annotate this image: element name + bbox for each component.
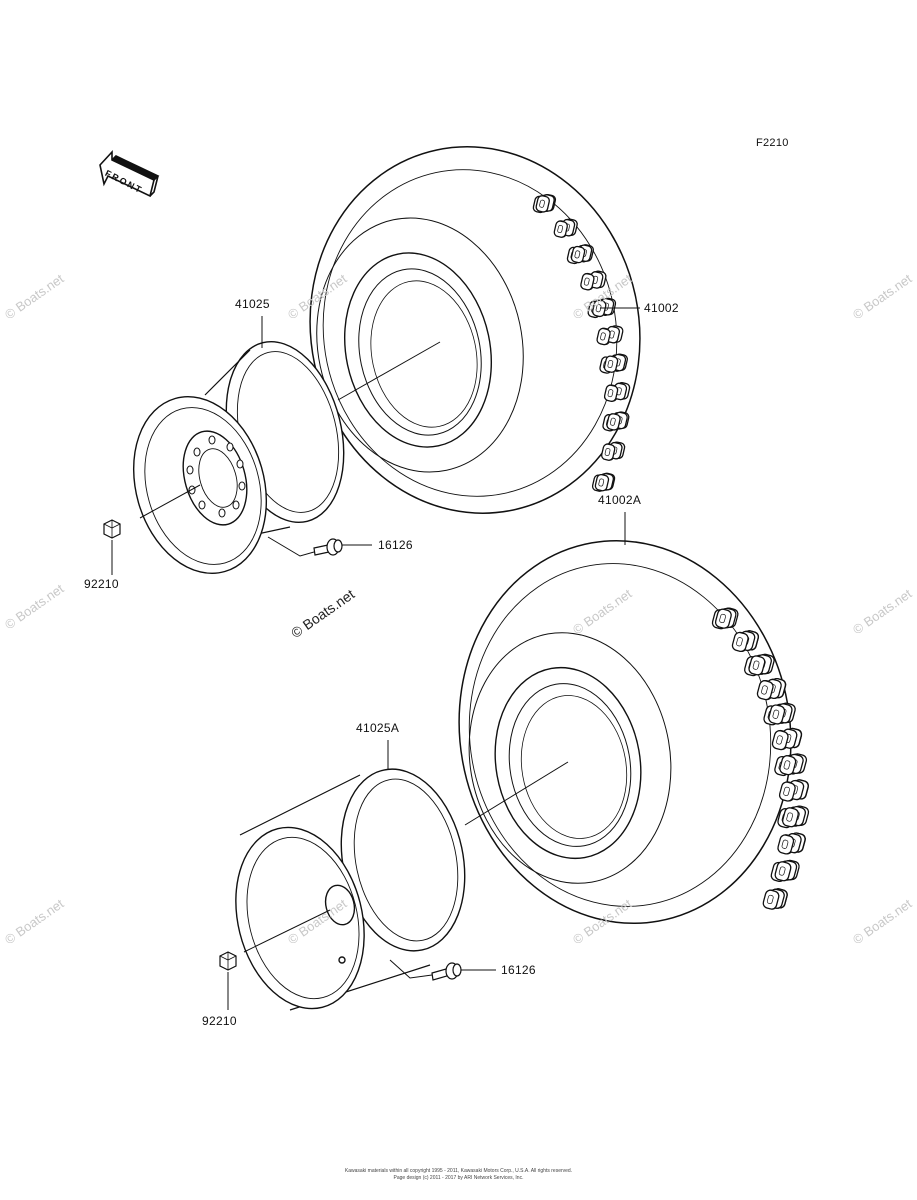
tread-block-inner (604, 448, 611, 456)
part-label-16126-front[interactable]: 16126 (378, 538, 413, 552)
front-nut-icon (103, 519, 121, 539)
tread-block-inner (607, 389, 614, 398)
tread-block-inner (783, 786, 790, 796)
tread-block-inner (607, 360, 614, 368)
rear-wheel (235, 768, 466, 1011)
tread-block-inner (786, 812, 793, 822)
tread-block-inner (766, 894, 774, 905)
part-label-92210-front[interactable]: 92210 (84, 577, 119, 591)
tread-block-inner (598, 478, 605, 487)
tread-block-inner (574, 250, 581, 259)
part-label-41002A[interactable]: 41002A (598, 493, 642, 507)
front-arrow-icon (99, 149, 160, 198)
tread-block-inner (539, 199, 545, 208)
rear-tire (458, 540, 792, 924)
part-label-41025[interactable]: 41025 (235, 297, 270, 311)
tread-block-inner (736, 637, 743, 647)
rear-valve-icon (431, 962, 462, 981)
tread-block-inner (761, 685, 768, 695)
part-label-41002[interactable]: 41002 (644, 301, 679, 315)
part-label-41025A[interactable]: 41025A (356, 721, 400, 735)
tread-block-inner (719, 613, 726, 624)
tread-block-inner (776, 735, 783, 745)
tread-block-inner (783, 760, 791, 770)
tread-block-inner (781, 839, 789, 849)
copyright-line1: Kawasaki materials within all copyright … (344, 1168, 573, 1174)
tread-block-inner (600, 332, 606, 341)
tread-block-inner (772, 709, 780, 719)
rear-nut-icon (219, 951, 237, 971)
front-tire-tread (532, 193, 631, 492)
leader-lines (111, 307, 640, 1010)
tread-block-inner (595, 304, 602, 313)
tread-block-inner (610, 417, 616, 426)
part-label-92210-rear[interactable]: 92210 (202, 1014, 237, 1028)
tread-block-inner (583, 277, 590, 286)
part-label-16126-rear[interactable]: 16126 (501, 963, 536, 977)
front-tire (309, 146, 641, 514)
tread-block-inner (778, 866, 786, 876)
copyright-line2: Page design (c) 2011 - 2017 by ARI Netwo… (393, 1175, 524, 1181)
figure-code: F2210 (756, 137, 789, 149)
rear-tire-tread (711, 607, 810, 910)
tread-block-inner (752, 660, 760, 670)
front-valve-icon (313, 538, 343, 556)
tread-block-inner (557, 225, 564, 233)
